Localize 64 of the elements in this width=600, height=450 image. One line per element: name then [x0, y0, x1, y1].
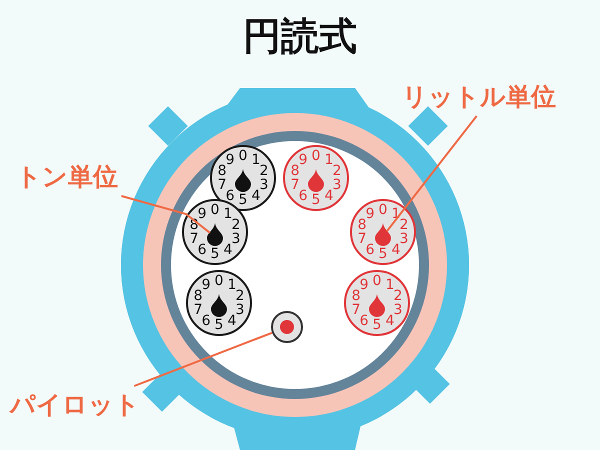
dial-digit: 0 — [214, 274, 224, 288]
dial-digit: 5 — [372, 318, 382, 332]
dial-digit: 3 — [231, 232, 240, 246]
dial-digit: 1 — [324, 153, 334, 168]
dial-digit: 9 — [360, 278, 369, 292]
dial-digit: 6 — [366, 242, 375, 257]
dial-digit: 0 — [372, 274, 382, 288]
dial-digit: 4 — [223, 242, 232, 257]
callout-label: リットル単位 — [402, 80, 582, 114]
dial-digit: 0 — [238, 149, 248, 163]
dial-digit: 4 — [227, 314, 236, 328]
dial-digit: 8 — [290, 164, 300, 178]
dial-digit: 1 — [227, 278, 236, 292]
dial-digit: 9 — [198, 207, 207, 222]
dial-digit: 2 — [332, 164, 342, 178]
dial-digit: 5 — [210, 247, 220, 261]
dial-digit: 0 — [210, 203, 220, 217]
dial-digit: 3 — [259, 178, 268, 192]
dial-digit: 3 — [399, 232, 408, 246]
dial-digit: 8 — [358, 218, 367, 232]
dial-digit: 7 — [290, 178, 300, 192]
dial-digit: 3 — [235, 302, 244, 317]
dial-digit: 8 — [194, 289, 203, 304]
dial-digit: 9 — [366, 207, 375, 222]
dial-digit: 5 — [238, 193, 248, 207]
dial-digit: 0 — [378, 203, 388, 217]
dial-digit: 6 — [360, 314, 369, 328]
dial-digit: 1 — [223, 207, 232, 222]
dial-digit: 8 — [218, 164, 227, 178]
dial-digit: 2 — [259, 164, 268, 178]
dial-digit: 6 — [202, 314, 211, 328]
dial-digit: 7 — [190, 232, 199, 246]
callout-label: パイロット — [10, 388, 160, 422]
dial-digit: 2 — [235, 289, 244, 304]
dial-digit: 5 — [312, 193, 320, 207]
dial-digit: 3 — [393, 302, 402, 317]
dial-digit: 7 — [218, 178, 227, 192]
dial-digit: 6 — [226, 188, 235, 203]
leader-line — [134, 332, 272, 387]
dial-digit: 0 — [312, 149, 320, 163]
leader-line — [386, 115, 478, 232]
dial-digit: 7 — [358, 232, 367, 246]
dial-digit: 9 — [202, 278, 211, 292]
dial-digit: 9 — [226, 153, 235, 168]
dial-digit: 2 — [231, 218, 240, 232]
dial-digit: 7 — [352, 302, 361, 317]
dial-digit: 4 — [324, 188, 334, 203]
title: 円読式 — [243, 16, 357, 58]
dial-digit: 6 — [198, 242, 207, 257]
dial-digit: 5 — [214, 318, 224, 332]
dial-digit: 4 — [391, 242, 400, 257]
dial-digit: 1 — [251, 153, 260, 168]
dial-digit: 6 — [298, 188, 308, 203]
dial-digit: 2 — [399, 218, 408, 232]
dial-digit: 1 — [385, 278, 394, 292]
dial-digit: 7 — [194, 302, 203, 317]
dial-digit: 5 — [378, 247, 388, 261]
dial-digit: 2 — [393, 289, 402, 304]
dial-digit: 8 — [352, 289, 361, 304]
dial-digit: 9 — [298, 153, 308, 168]
dial-digit: 4 — [251, 188, 260, 203]
dial-digit: 4 — [385, 314, 394, 328]
dial-digit: 3 — [332, 178, 342, 192]
callout-label: トン単位 — [16, 160, 128, 194]
